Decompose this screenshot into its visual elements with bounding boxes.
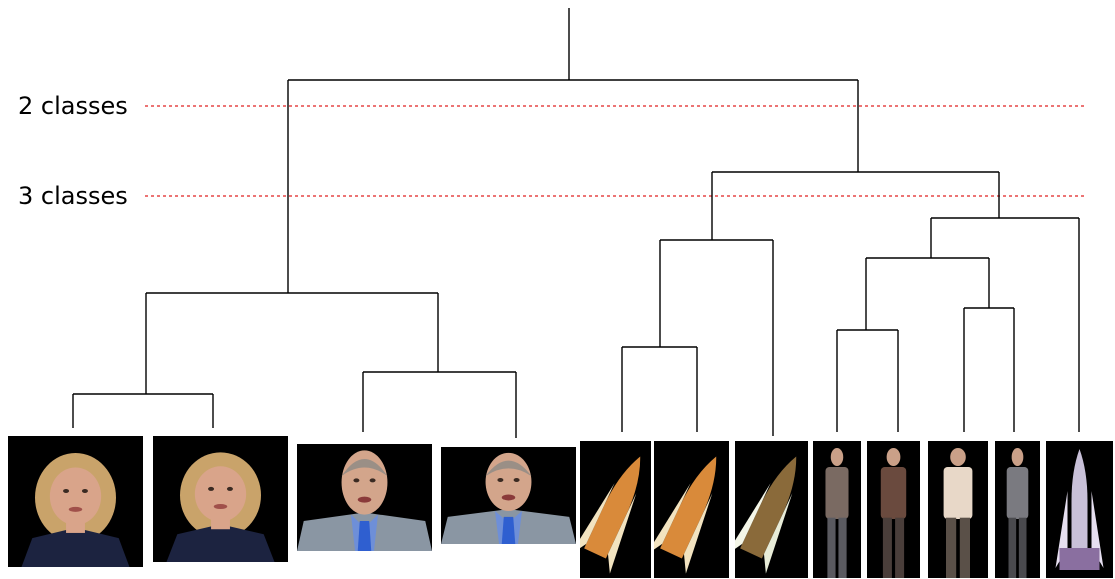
eye	[63, 489, 70, 494]
leaf-space-shuttle	[580, 441, 651, 578]
torso	[880, 467, 907, 520]
mouth	[501, 494, 516, 501]
leg	[1008, 517, 1017, 578]
thumbnail-content	[441, 452, 576, 544]
booster	[683, 493, 713, 574]
leaf-walking-person	[813, 441, 861, 578]
mouth	[357, 496, 372, 503]
dendrogram-branches	[72, 8, 1080, 438]
eye	[513, 477, 520, 482]
leaf-woman-anchor-face	[153, 436, 288, 562]
tank	[1071, 449, 1088, 553]
leaf-man-anchor-face	[297, 444, 432, 551]
jacket	[21, 527, 130, 567]
eye	[353, 478, 360, 483]
thumbnail-content	[21, 453, 130, 567]
tie	[357, 521, 372, 551]
mouth	[213, 504, 228, 510]
hair	[341, 458, 388, 477]
head	[830, 448, 844, 466]
thumbnail-content	[880, 448, 907, 578]
eye	[369, 478, 376, 483]
torso	[1006, 467, 1029, 520]
booster	[607, 493, 637, 574]
hair	[485, 460, 532, 477]
leg	[827, 517, 836, 578]
leg	[838, 517, 847, 578]
face	[194, 466, 247, 522]
cut-label-3-classes: 3 classes	[18, 182, 128, 210]
thumbnail-content	[297, 450, 432, 551]
head	[886, 448, 901, 466]
tank	[740, 456, 797, 559]
leaf-woman-anchor-face	[8, 436, 143, 567]
thumbnail-content	[1055, 449, 1104, 570]
thumbnail-content	[166, 452, 275, 562]
leg	[959, 517, 970, 578]
leaf-space-shuttle	[1046, 441, 1113, 578]
leaf-space-shuttle	[735, 441, 808, 578]
tank	[660, 456, 717, 559]
leg	[882, 517, 892, 578]
thumbnail-content	[943, 448, 973, 578]
tie	[501, 516, 516, 544]
booster	[763, 493, 793, 574]
base	[1059, 548, 1100, 570]
tank	[584, 456, 641, 559]
leaf-walking-person	[995, 441, 1040, 578]
leaf-walking-person	[867, 441, 920, 578]
head	[1011, 448, 1024, 466]
shuttle-shape	[1055, 449, 1104, 570]
mouth	[68, 506, 83, 512]
leaf-thumbnails	[8, 436, 1113, 578]
leg	[946, 517, 957, 578]
leaf-walking-person	[928, 441, 988, 578]
eye	[497, 477, 504, 482]
eye	[81, 489, 88, 494]
thumbnail-content	[1006, 448, 1029, 578]
cut-label-2-classes: 2 classes	[18, 92, 128, 120]
leg	[1018, 517, 1027, 578]
leaf-man-anchor-face	[441, 447, 576, 544]
thumbnail-content	[825, 448, 849, 578]
leaf-space-shuttle	[654, 441, 729, 578]
torso	[825, 467, 849, 520]
face	[49, 467, 102, 526]
head	[950, 448, 966, 466]
eye	[208, 486, 215, 491]
leg	[895, 517, 905, 578]
jacket	[166, 524, 275, 562]
eye	[226, 486, 233, 491]
torso	[943, 467, 973, 520]
